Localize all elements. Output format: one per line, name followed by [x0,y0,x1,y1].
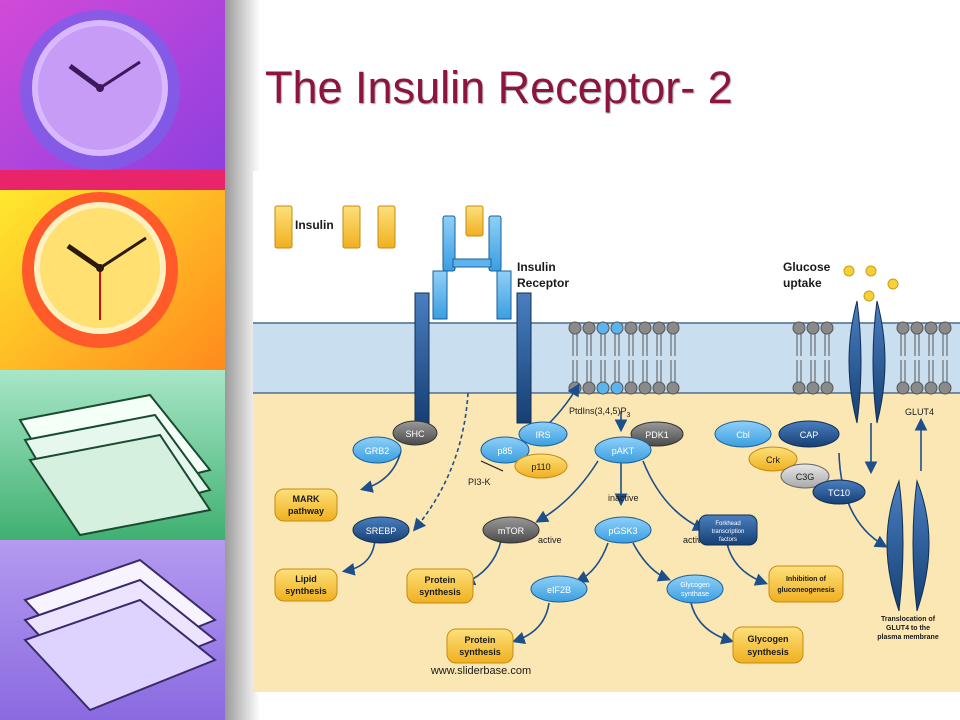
protein-glycogen-synthase: Glycogen synthase [666,574,724,604]
svg-text:Forkhead: Forkhead [715,521,740,527]
plasma-membrane [253,323,960,393]
pi3k-label: PI3-K [468,477,491,487]
svg-text:p110: p110 [531,462,550,472]
svg-text:synthase: synthase [681,591,709,598]
glucose-label-1: Glucose [783,260,831,274]
active-label-1: active [538,535,562,545]
protein-pakt: pAKT [594,436,652,464]
insulin-signaling-diagram: Insulin Insulin Receptor PtdIns(3,4,5)P3… [253,171,960,692]
lipid-bilayer [792,321,952,395]
cytoplasm [253,394,960,692]
svg-text:Crk: Crk [766,455,780,465]
active-label-2: active [683,535,707,545]
clock-icon [0,0,225,190]
translocation-label-1: Translocation of [881,616,936,623]
protein-mtor: mTOR [482,516,540,544]
papers-icon [0,370,225,540]
svg-text:GRB2: GRB2 [365,446,390,456]
svg-text:Protein: Protein [464,635,495,645]
glut4-label: GLUT4 [905,407,934,417]
svg-text:Glycogen: Glycogen [747,634,788,644]
svg-text:TC10: TC10 [828,488,850,498]
translocation-label-2: GLUT4 to the [886,625,930,632]
papers-icon [0,540,225,720]
outcome-lipid-synthesis: Lipid synthesis [274,568,338,602]
svg-text:synthesis: synthesis [747,647,789,657]
protein-pgsk3: pGSK3 [594,516,652,544]
svg-text:IRS: IRS [535,430,550,440]
protein-p110: p110 [514,453,568,479]
svg-text:transcription: transcription [712,529,745,535]
svg-text:synthesis: synthesis [419,587,461,597]
protein-srebp: SREBP [352,516,410,544]
outcome-protein-synthesis-1: Protein synthesis [406,568,474,604]
lipid-tails [796,334,948,382]
ptdins-label: PtdIns(3,4,5)P3 [569,406,631,419]
svg-text:pGSK3: pGSK3 [608,526,637,536]
svg-text:Protein: Protein [424,575,455,585]
svg-text:PDK1: PDK1 [645,430,669,440]
svg-text:Cbl: Cbl [736,430,750,440]
svg-text:synthesis: synthesis [459,647,501,657]
watermark-text: www.sliderbase.com [430,665,531,677]
protein-irs: IRS [518,421,568,447]
page-title: The Insulin Receptor- 2 [265,62,733,113]
outcome-glycogen-synthesis: Glycogen synthesis [732,626,804,664]
insulin-receptor [414,215,532,424]
protein-cbl: Cbl [714,420,772,448]
receptor-label-1: Insulin [517,260,556,274]
svg-text:C3G: C3G [796,472,815,482]
lipid-tails [572,334,676,382]
outcome-mark-pathway: MARK pathway [274,488,338,522]
glucose-label-2: uptake [783,276,822,290]
insulin-molecules [274,205,484,249]
protein-c3g: C3G [780,463,830,489]
inactive-label: inactive [608,493,639,503]
protein-cap: CAP [778,420,840,448]
protein-pdk1: PDK1 [630,421,684,447]
svg-text:pAKT: pAKT [612,446,635,456]
svg-text:gluconeogenesis: gluconeogenesis [777,587,834,594]
svg-text:eIF2B: eIF2B [547,585,571,595]
outcome-protein-synthesis-2: Protein synthesis [446,628,514,664]
pathway-arrows [341,383,928,645]
protein-p85: p85 [480,436,530,464]
glucose-molecules [843,265,899,302]
clock-icon [0,170,225,370]
svg-text:p85: p85 [497,446,512,456]
svg-text:synthesis: synthesis [285,586,327,596]
glut4-vesicle [886,479,930,612]
protein-forkhead: Forkhead transcription factors [698,514,758,546]
outcome-gluconeogenesis: Inhibition of gluconeogenesis [768,565,844,603]
svg-text:SHC: SHC [405,429,425,439]
protein-shc: SHC [392,420,438,446]
receptor-label-2: Receptor [517,276,569,290]
protein-tc10: TC10 [812,479,866,505]
glut4-transporter [848,300,886,424]
svg-text:Glycogen: Glycogen [680,582,710,589]
svg-text:SREBP: SREBP [366,526,397,536]
svg-text:Inhibition of: Inhibition of [786,576,827,583]
svg-text:mTOR: mTOR [498,526,525,536]
svg-text:CAP: CAP [800,430,819,440]
svg-text:pathway: pathway [288,506,324,516]
svg-text:factors: factors [719,537,737,543]
protein-grb2: GRB2 [352,436,402,464]
insulin-label: Insulin [295,218,334,232]
svg-text:MARK: MARK [293,494,320,504]
protein-crk: Crk [748,446,798,472]
svg-text:Lipid: Lipid [295,574,317,584]
protein-eif2b: eIF2B [530,575,588,603]
sidebar-photo-strip [0,0,225,720]
translocation-label-3: plasma membrane [877,634,939,641]
